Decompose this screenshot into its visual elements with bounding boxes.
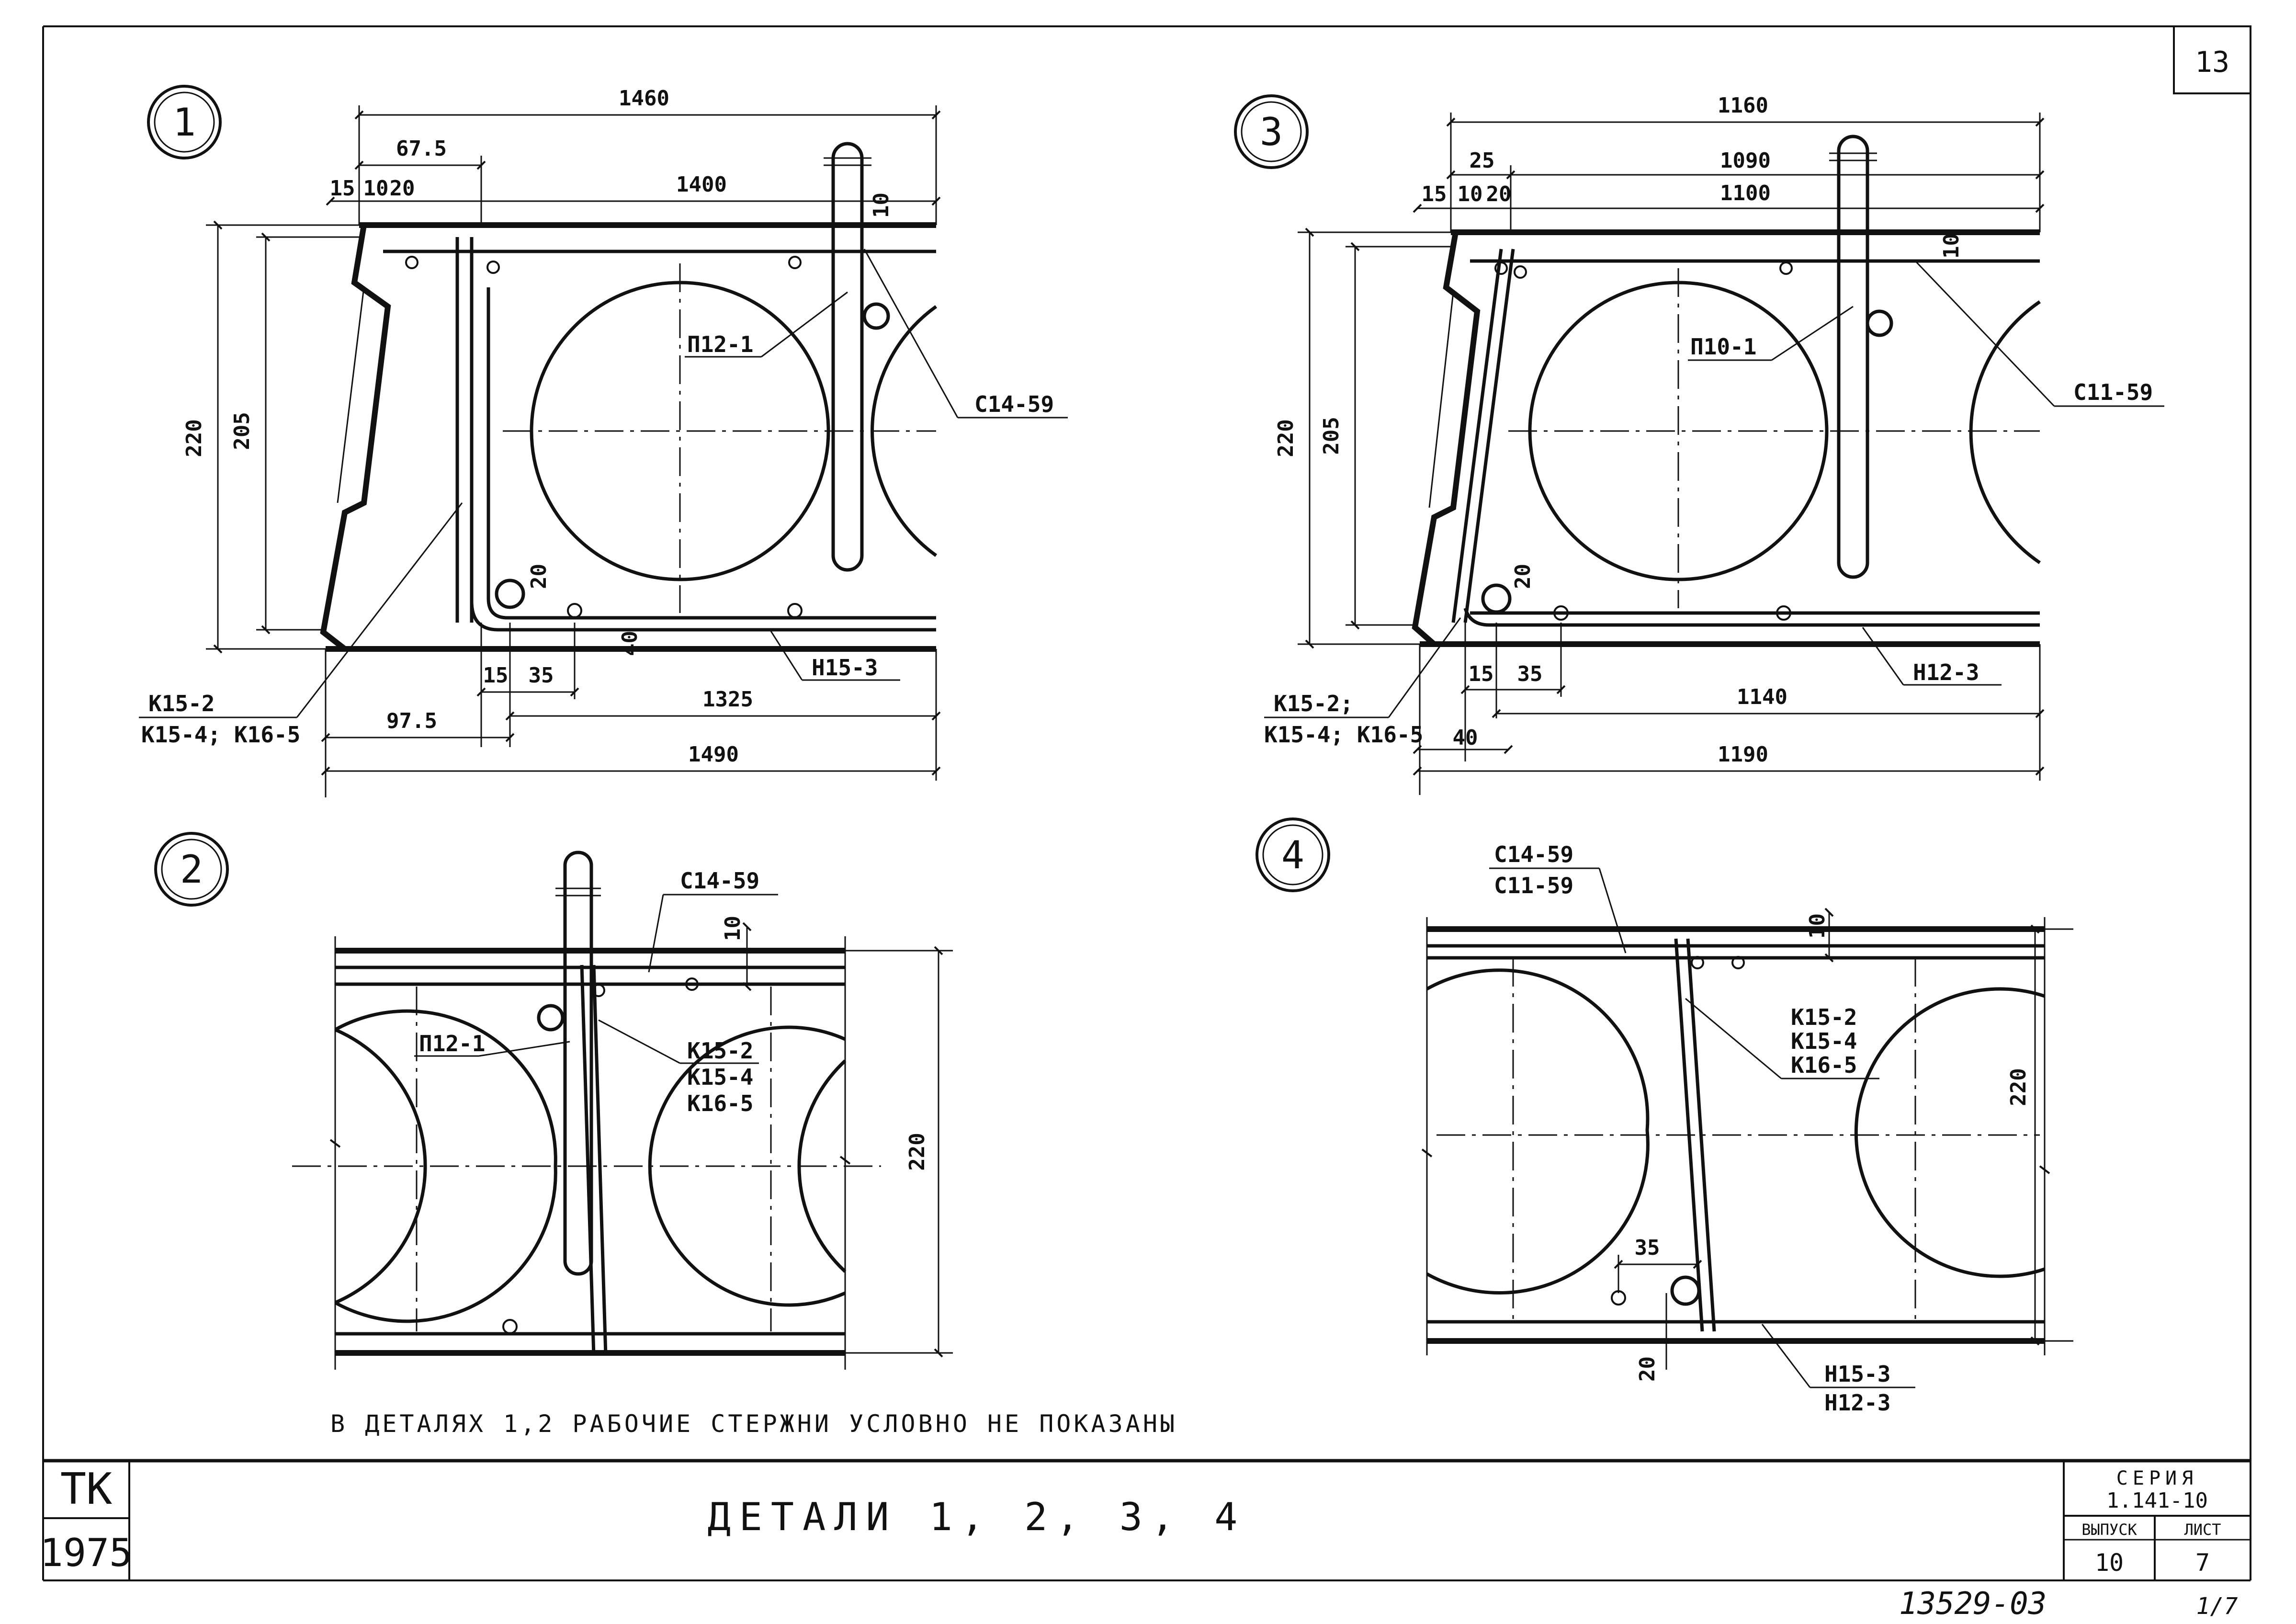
dim-10-vert: 10 bbox=[721, 916, 745, 941]
detail-2: 2 220 10 bbox=[154, 832, 953, 1370]
dim-40: 40 bbox=[1453, 726, 1478, 750]
label-frame-2: К15-4 bbox=[1791, 1028, 1857, 1054]
label-frame-1: К15-2 bbox=[1791, 1004, 1857, 1030]
sheet-frame: 13 ТК 1975 СЕРИЯ 1.141-10 ВЫПУСК ЛИСТ 10… bbox=[40, 25, 2251, 1622]
dim-20-vert: 20 bbox=[1511, 564, 1535, 589]
dim-10: 10 bbox=[363, 176, 389, 201]
dim-1490: 1490 bbox=[688, 742, 739, 767]
label-loop: П12-1 bbox=[687, 331, 753, 357]
dim-20-vert: 20 bbox=[1635, 1356, 1660, 1382]
label-frame-1: К15-2 bbox=[687, 1038, 753, 1064]
dim-1190: 1190 bbox=[1718, 742, 1768, 767]
dim-40-vert: 40 bbox=[618, 631, 642, 656]
sheet-value: 7 bbox=[2195, 1549, 2210, 1577]
label-frames-1: К15-2; bbox=[1274, 691, 1353, 716]
dim-220: 220 bbox=[2006, 1068, 2031, 1106]
detail-2-dimensions: 220 10 bbox=[721, 916, 953, 1358]
issue-value: 10 bbox=[2095, 1549, 2124, 1577]
label-top-1: С14-59 bbox=[1494, 841, 1573, 867]
dim-35: 35 bbox=[1517, 662, 1543, 686]
dim-20: 20 bbox=[390, 176, 415, 201]
label-top-2: С11-59 bbox=[1494, 873, 1573, 898]
label-top-mesh: С14-59 bbox=[680, 868, 759, 894]
drawing-note: В ДЕТАЛЯХ 1,2 РАБОЧИЕ СТЕРЖНИ УСЛОВНО НЕ… bbox=[330, 1410, 1177, 1438]
dim-67-5: 67.5 bbox=[396, 136, 447, 161]
detail-2-labels: С14-59 П12-1 К15-2 К15-4 К16-5 bbox=[414, 868, 778, 1116]
label-bottom-mesh: Н15-3 bbox=[812, 655, 878, 681]
detail-3: 3 1160 25 bbox=[1234, 93, 2164, 795]
label-bottom-1: Н15-3 bbox=[1824, 1361, 1890, 1387]
label-loop: П10-1 bbox=[1690, 334, 1756, 360]
dim-1400: 1400 bbox=[676, 172, 727, 197]
dim-15-bottom: 15 bbox=[1469, 662, 1494, 686]
dim-1140: 1140 bbox=[1737, 685, 1787, 709]
archive-suffix: 1/7 bbox=[2196, 1593, 2238, 1620]
year: 1975 bbox=[40, 1531, 133, 1575]
label-frame-2: К15-4 bbox=[687, 1064, 753, 1090]
detail-4-number: 4 bbox=[1281, 833, 1304, 877]
label-bottom-2: Н12-3 bbox=[1824, 1390, 1890, 1416]
dim-10-vert: 10 bbox=[1805, 913, 1830, 939]
series-value: 1.141-10 bbox=[2106, 1488, 2208, 1513]
label-frames-2: К15-4; К16-5 bbox=[141, 722, 300, 748]
dim-10-vert: 10 bbox=[1939, 233, 1964, 259]
detail-4: 4 220 10 35 20 bbox=[1255, 818, 2073, 1416]
detail-1-labels: П12-1 С14-59 Н15-3 К15-2 К15-4; К16-5 bbox=[139, 249, 1068, 748]
dim-205: 205 bbox=[1319, 417, 1344, 454]
detail-1-dimensions: 1460 67.5 1400 15 10 20 10 220 205 20 40 bbox=[182, 86, 941, 797]
dim-15: 15 bbox=[1422, 182, 1447, 206]
label-bottom-mesh: Н12-3 bbox=[1913, 659, 1979, 685]
sheet-title: ДЕТАЛИ 1, 2, 3, 4 bbox=[708, 1495, 1246, 1539]
dim-1090: 1090 bbox=[1720, 148, 1771, 173]
sheet-label: ЛИСТ bbox=[2184, 1521, 2221, 1539]
dim-220: 220 bbox=[1274, 419, 1298, 457]
dim-1100: 1100 bbox=[1720, 181, 1771, 205]
detail-3-labels: П10-1 С11-59 Н12-3 К15-2; К15-4; К16-5 bbox=[1264, 260, 2164, 748]
dim-1160: 1160 bbox=[1718, 93, 1768, 118]
dim-10: 10 bbox=[1458, 182, 1483, 206]
label-frames-1: К15-2 bbox=[148, 691, 215, 716]
detail-4-dimensions: 220 10 35 20 bbox=[1614, 908, 2073, 1382]
dim-25: 25 bbox=[1470, 148, 1495, 173]
detail-1: 1 bbox=[139, 85, 1068, 797]
dim-97-5: 97.5 bbox=[386, 709, 437, 733]
dim-35: 35 bbox=[529, 663, 554, 688]
detail-3-dimensions: 1160 25 1090 1100 15 10 20 10 220 205 20 bbox=[1274, 93, 2045, 795]
label-loop: П12-1 bbox=[419, 1031, 485, 1056]
label-top-mesh: С14-59 bbox=[974, 391, 1054, 417]
dim-1460: 1460 bbox=[619, 86, 669, 111]
dim-20: 20 bbox=[1486, 182, 1512, 206]
label-frame-3: К16-5 bbox=[1791, 1052, 1857, 1078]
dim-1325: 1325 bbox=[702, 687, 753, 712]
dim-35: 35 bbox=[1635, 1236, 1660, 1260]
dim-20-vert: 20 bbox=[527, 564, 551, 589]
dim-10-vert: 10 bbox=[869, 193, 894, 218]
dim-220: 220 bbox=[905, 1133, 929, 1170]
label-top-mesh: С11-59 bbox=[2073, 379, 2153, 405]
label-frames-2: К15-4; К16-5 bbox=[1264, 722, 1423, 748]
org-code: ТК bbox=[60, 1464, 112, 1514]
label-frame-3: К16-5 bbox=[687, 1090, 753, 1116]
detail-3-number: 3 bbox=[1260, 110, 1283, 154]
dim-15-bottom: 15 bbox=[483, 663, 509, 688]
detail-4-labels: С14-59 С11-59 К15-2 К15-4 К16-5 Н15-3 Н1… bbox=[1489, 841, 1915, 1416]
page-number: 13 bbox=[2195, 45, 2229, 79]
series-label: СЕРИЯ bbox=[2116, 1467, 2198, 1489]
detail-2-number: 2 bbox=[180, 847, 203, 892]
archive-number: 13529-03 bbox=[1899, 1586, 2047, 1622]
dim-205: 205 bbox=[230, 412, 254, 450]
dim-220: 220 bbox=[182, 419, 206, 457]
dim-15: 15 bbox=[330, 176, 355, 201]
issue-label: ВЫПУСК bbox=[2081, 1521, 2137, 1539]
detail-1-number: 1 bbox=[173, 100, 196, 145]
